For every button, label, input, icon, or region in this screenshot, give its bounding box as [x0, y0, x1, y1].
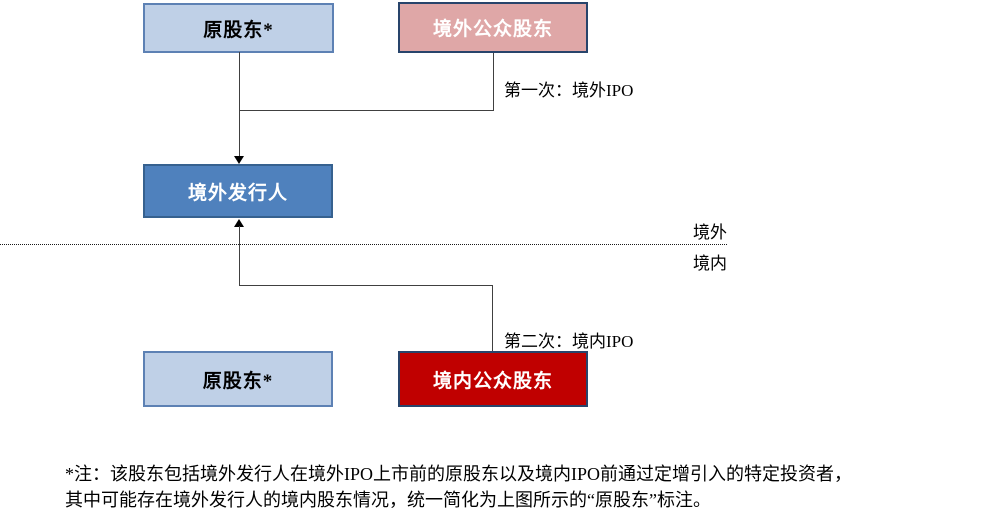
arrow-up-icon	[234, 219, 244, 227]
connector-top-horizontal	[239, 110, 494, 111]
connector-original-top-to-issuer	[239, 52, 240, 157]
box-overseas-public-shareholders-label: 境外公众股东	[432, 19, 553, 40]
box-overseas-issuer: 境外发行人	[143, 164, 333, 218]
label-onshore: 境内	[693, 254, 727, 273]
box-domestic-public-shareholders: 境内公众股东	[398, 351, 588, 407]
label-offshore: 境外	[693, 223, 727, 242]
footnote-line-2: 其中可能存在境外发行人的境内股东情况，统一简化为上图所示的“原股东”标注。	[65, 490, 711, 511]
label-first-overseas-ipo: 第一次：境外IPO	[504, 81, 634, 100]
connector-bottom-horizontal	[239, 285, 493, 286]
box-original-shareholders-bottom: 原股东*	[143, 351, 333, 407]
box-overseas-issuer-label: 境外发行人	[187, 182, 288, 204]
label-second-domestic-ipo: 第二次：境内IPO	[504, 332, 634, 351]
offshore-onshore-divider	[0, 244, 727, 245]
footnote: *注：该股东包括境外发行人在境外IPO上市前的原股东以及境内IPO前通过定增引入…	[65, 461, 975, 513]
connector-overseas-public-drop	[493, 53, 494, 111]
box-original-shareholders-top: 原股东*	[143, 3, 334, 53]
box-overseas-public-shareholders: 境外公众股东	[398, 2, 588, 53]
box-original-shareholders-bottom-label: 原股东*	[202, 370, 274, 392]
box-original-shareholders-top-label: 原股东*	[203, 19, 274, 41]
arrow-down-icon	[234, 156, 244, 164]
connector-domestic-public-drop	[492, 285, 493, 351]
box-domestic-public-shareholders-label: 境内公众股东	[432, 370, 553, 392]
footnote-line-1: *注：该股东包括境外发行人在境外IPO上市前的原股东以及境内IPO前通过定增引入…	[65, 464, 853, 484]
connector-bottom-to-issuer	[239, 226, 240, 286]
